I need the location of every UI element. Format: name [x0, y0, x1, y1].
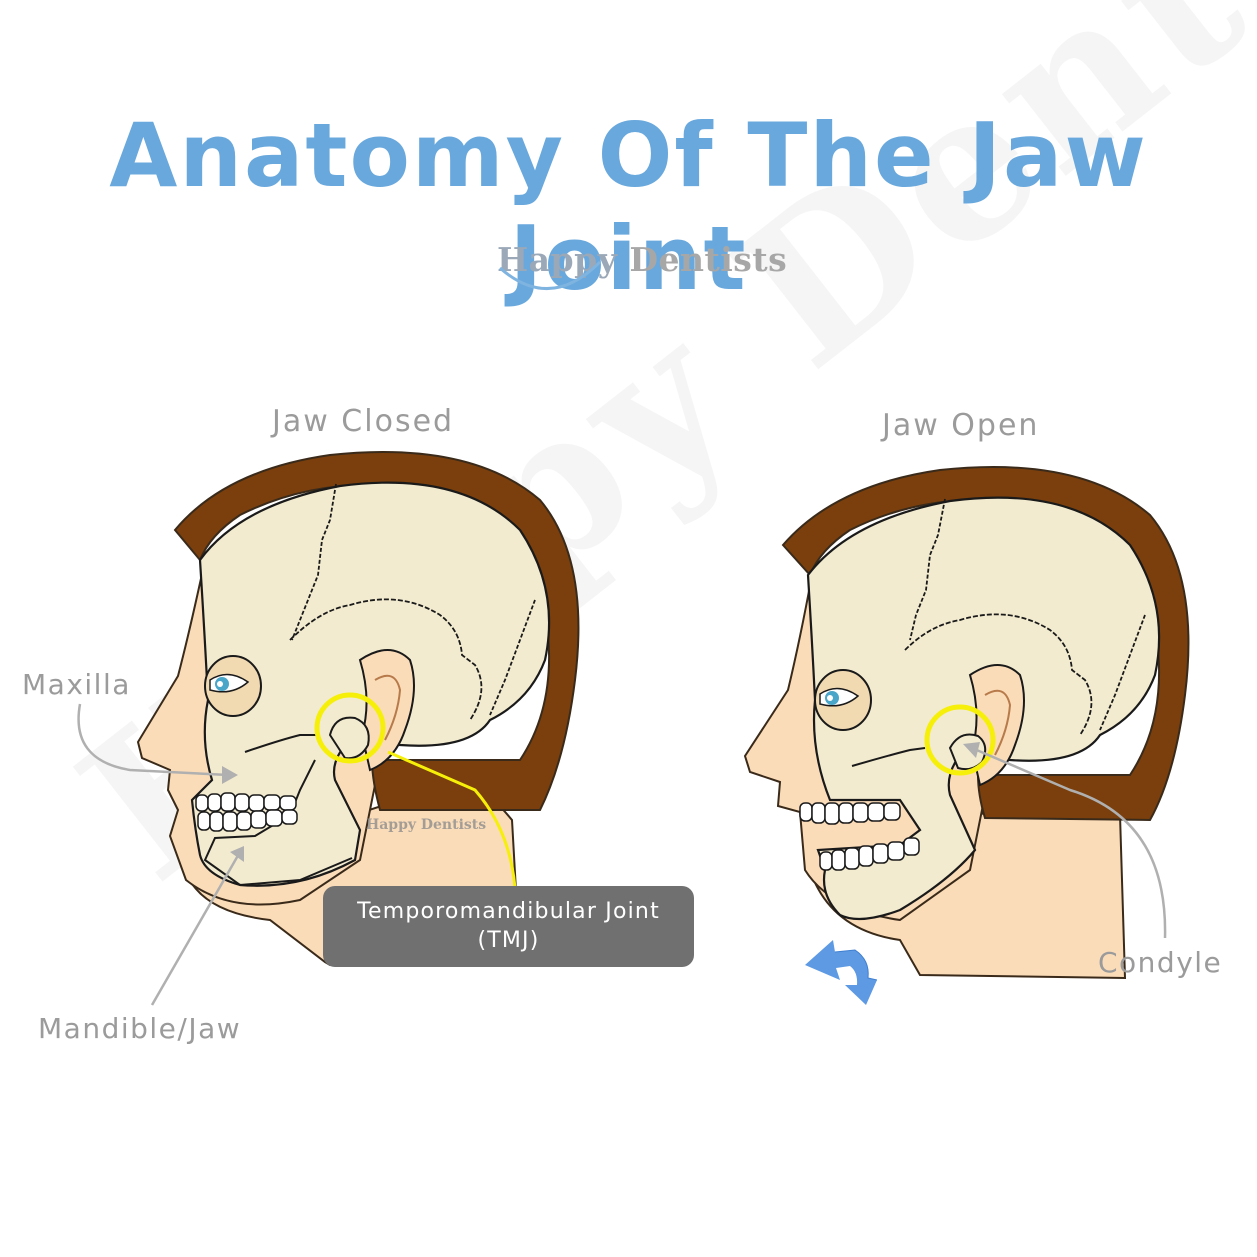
label-mandible: Mandible/Jaw: [38, 1012, 242, 1045]
caption-jaw-open: Jaw Open: [882, 408, 1040, 443]
mandible-pointer: [150, 851, 242, 1006]
tmj-pointer-line: [387, 750, 517, 889]
brand-logo: Happy Dentists: [497, 240, 787, 279]
label-maxilla: Maxilla: [22, 668, 131, 701]
tmj-highlight-open: [924, 704, 996, 776]
tmj-label-line1: Temporomandibular Joint: [357, 899, 660, 924]
head-open: [743, 466, 1190, 980]
maxilla-pointer: [77, 703, 229, 777]
tmj-highlight-closed: [314, 692, 386, 764]
tmj-label-line2: (TMJ): [477, 928, 540, 953]
condyle-pointer: [971, 746, 1167, 939]
motion-arrow-icon: [805, 940, 878, 1005]
label-condyle: Condyle: [1098, 946, 1223, 979]
ear-closed: [358, 649, 415, 772]
caption-jaw-closed: Jaw Closed: [272, 404, 455, 439]
page-title: Anatomy Of The Jaw Joint: [109, 104, 1148, 310]
tmj-label-box: Temporomandibular Joint (TMJ): [323, 886, 694, 967]
brand-first-word: Happy: [497, 240, 618, 279]
inner-brand-logo: Happy Dentists: [366, 817, 487, 833]
brand-second-word: Dentists: [629, 240, 788, 279]
